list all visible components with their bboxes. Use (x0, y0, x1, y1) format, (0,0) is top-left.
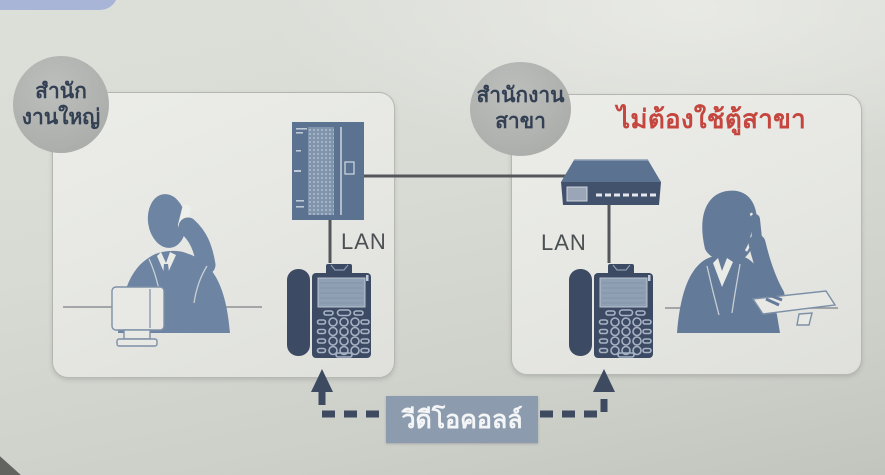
video-call-route (311, 369, 615, 418)
desktop-monitor-icon (111, 286, 165, 347)
no-pbx-note: ไม่ต้องใช้ตู้สาขา (617, 104, 807, 134)
head-office-label-line1: สำนัก (35, 79, 87, 103)
keyboard-icon (751, 290, 837, 326)
man-on-phone-illustration (63, 194, 262, 347)
network-switch-icon (561, 159, 661, 205)
lan-label-left: LAN (341, 229, 387, 254)
branch-office-badge: สำนักงาน สาขา (470, 62, 571, 156)
head-office-label-line2: งานใหญ่ (21, 105, 101, 129)
lan-label-right: LAN (541, 230, 587, 255)
branch-office-label-line1: สำนักงาน (476, 84, 565, 108)
ip-phone-left-icon (286, 263, 372, 359)
up-arrow-left-icon (311, 369, 333, 392)
video-call-dashed-path-left (318, 392, 384, 418)
ip-phone-right-icon (568, 263, 654, 359)
up-arrow-right-icon (593, 369, 615, 392)
branch-office-label-line2: สาขา (495, 110, 546, 133)
page-corner-tab (0, 0, 118, 10)
video-call-dashed-path-right (540, 392, 608, 418)
head-office-badge: สำนัก งานใหญ่ (13, 56, 109, 153)
woman-on-phone-illustration (665, 190, 838, 333)
video-call-label: วีดีโอคอลล์ (386, 396, 538, 443)
ip-pbx-rack-icon (292, 122, 364, 220)
network-links (328, 174, 611, 263)
